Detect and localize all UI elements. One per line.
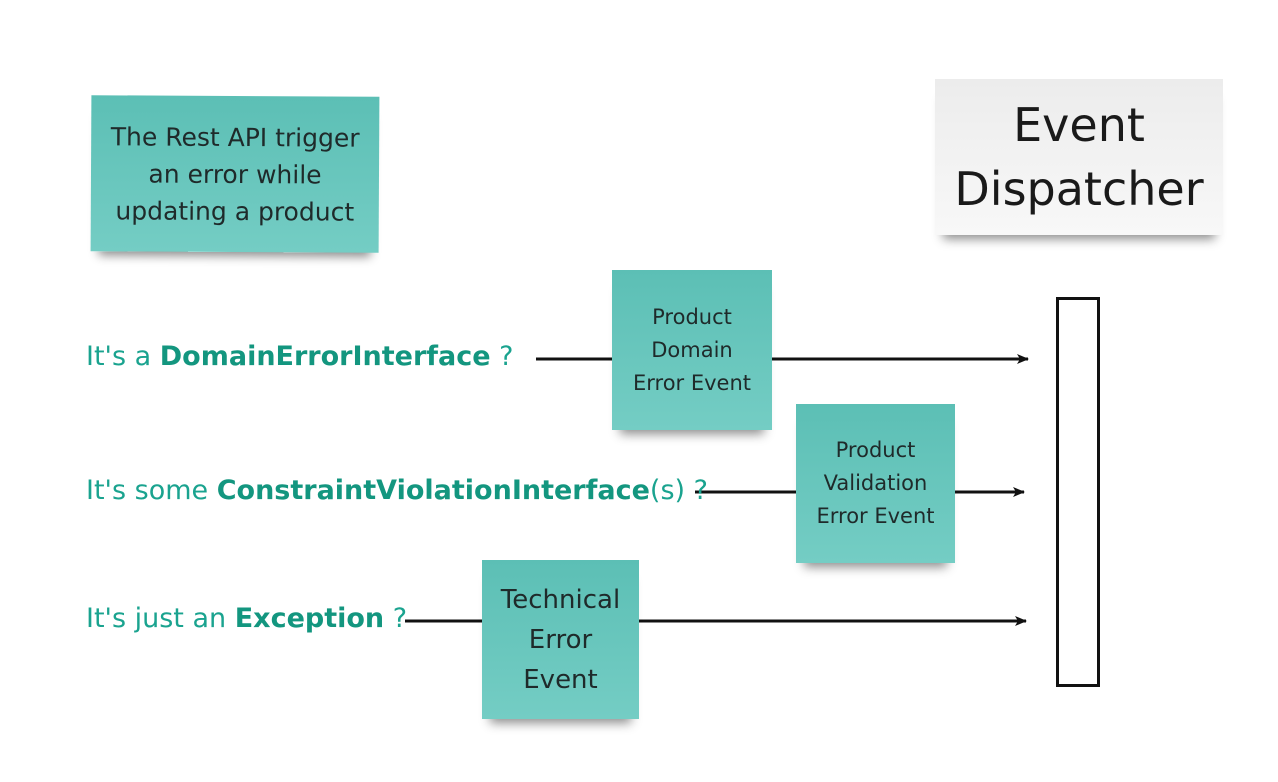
- domain-error-event-note: Product Domain Error Event: [612, 270, 772, 430]
- trigger-note-text: The Rest API trigger an error while upda…: [110, 121, 360, 227]
- domain-event-text: Product Domain Error Event: [632, 304, 752, 395]
- question-exception-bold: Exception: [234, 603, 385, 634]
- dispatcher-title: Event Dispatcher: [954, 98, 1204, 216]
- event-dispatcher-lane: [1056, 297, 1100, 687]
- question-constraint-bold: ConstraintViolationInterface: [216, 475, 650, 506]
- question-domain-prefix: It's a: [86, 341, 160, 372]
- question-exception-suffix: ?: [384, 603, 408, 634]
- technical-error-event-note: Technical Error Event: [482, 560, 639, 719]
- question-constraint-suffix: (s) ?: [649, 475, 708, 506]
- question-exception: It's just an Exception ?: [86, 603, 407, 634]
- validation-error-event-note: Product Validation Error Event: [796, 404, 955, 563]
- question-constraint-prefix: It's some: [86, 475, 217, 506]
- validation-event-text: Product Validation Error Event: [816, 438, 935, 528]
- event-dispatcher-card: Event Dispatcher: [935, 79, 1223, 235]
- question-constraint-violation: It's some ConstraintViolationInterface(s…: [86, 475, 708, 506]
- question-domain-bold: DomainErrorInterface: [159, 341, 491, 372]
- question-domain-error: It's a DomainErrorInterface ?: [86, 341, 514, 372]
- technical-event-text: Technical Error Event: [500, 584, 621, 695]
- question-domain-suffix: ?: [490, 341, 514, 372]
- question-exception-prefix: It's just an: [86, 603, 235, 634]
- trigger-sticky-note: The Rest API trigger an error while upda…: [90, 95, 380, 253]
